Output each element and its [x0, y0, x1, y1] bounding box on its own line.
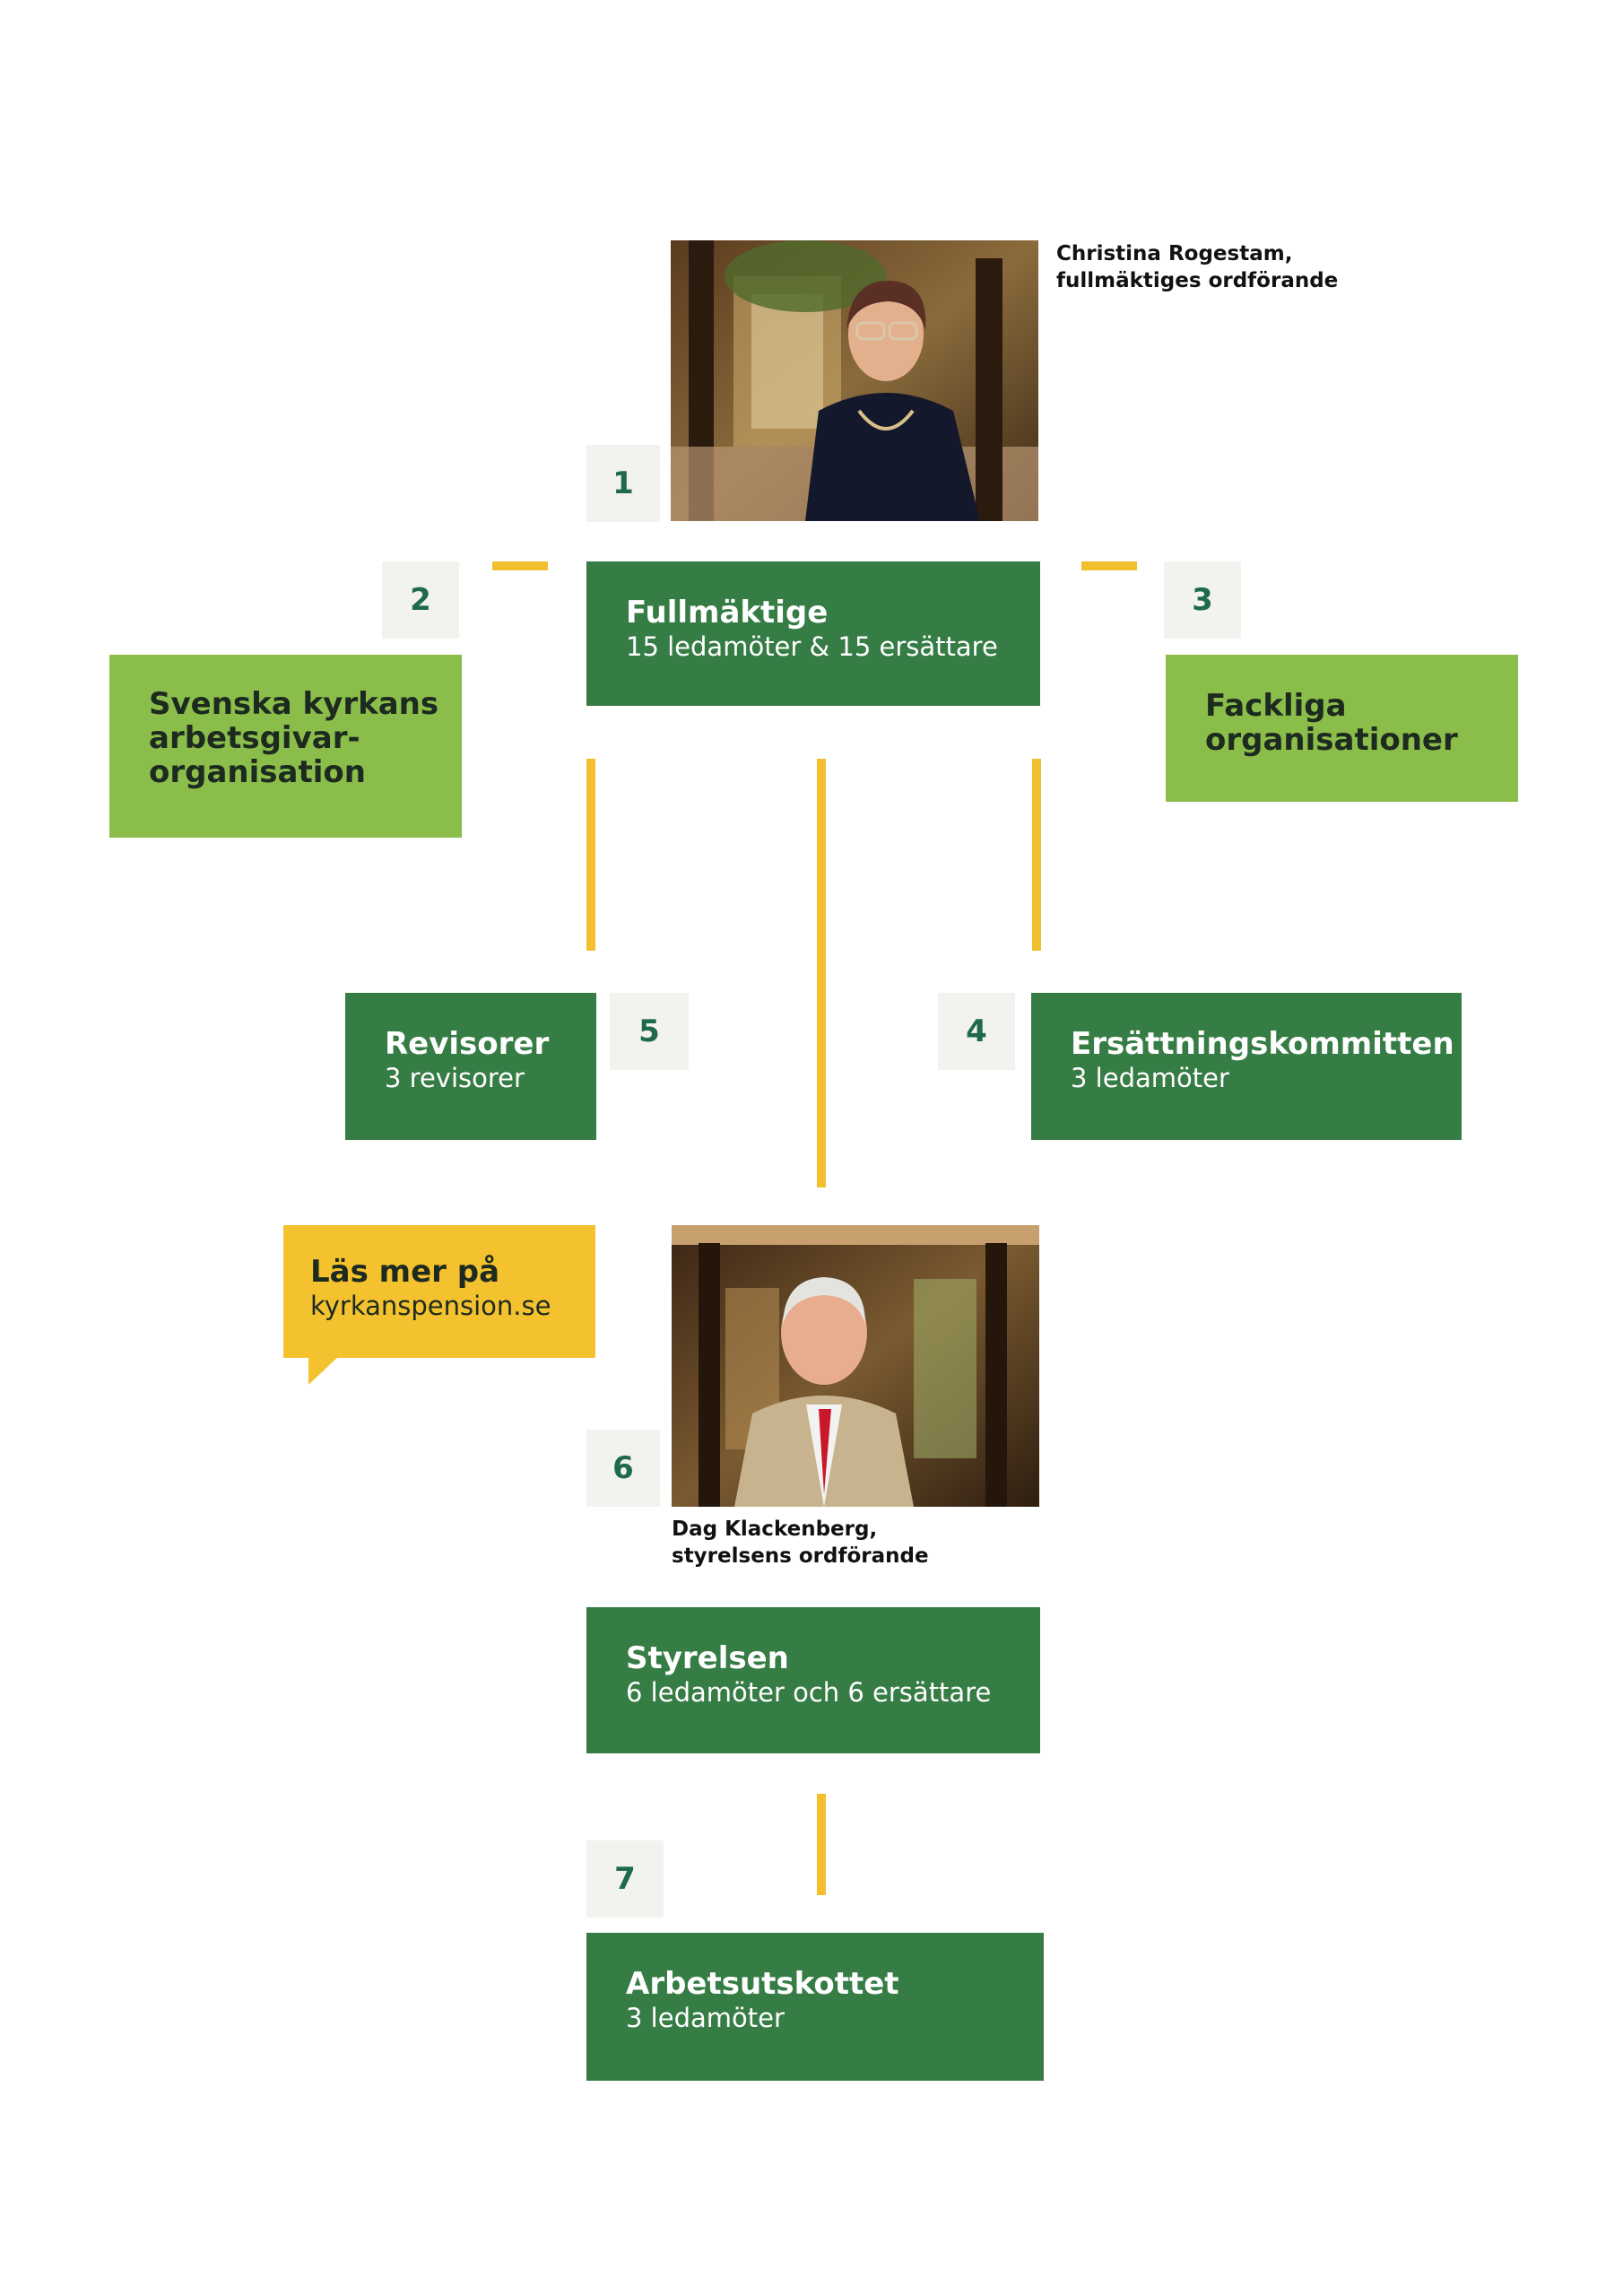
connector-to-revisorer — [586, 759, 595, 951]
caption-name: Dag Klackenberg, — [672, 1518, 878, 1541]
connector-to-ersattning — [1032, 759, 1041, 951]
node-ersattning: Ersättningskommitten 3 ledamöter — [1031, 993, 1462, 1140]
node-title: Styrelsen — [626, 1640, 789, 1676]
node-title-line1: Fackliga — [1205, 688, 1347, 724]
caption-fullmaktige-chair: Christina Rogestam, fullmäktiges ordföra… — [1056, 240, 1338, 294]
number-badge-3: 3 — [1164, 561, 1241, 639]
connector-to-arbetsgivar — [492, 561, 548, 570]
node-arbetsutskottet: Arbetsutskottet 3 ledamöter — [586, 1933, 1044, 2081]
callout-read-more: Läs mer på kyrkanspension.se — [283, 1225, 595, 1358]
node-title: Fullmäktige — [626, 595, 829, 631]
node-title: Revisorer — [385, 1026, 550, 1062]
number-badge-4: 4 — [938, 993, 1015, 1070]
node-title-line2: arbetsgivar- — [149, 720, 360, 756]
node-arbetsgivar: Svenska kyrkans arbetsgivar- organisatio… — [109, 655, 462, 838]
node-revisorer: Revisorer 3 revisorer — [345, 993, 596, 1140]
caption-role: styrelsens ordförande — [672, 1544, 929, 1568]
callout-title: Läs mer på — [310, 1254, 500, 1290]
caption-styrelsen-chair: Dag Klackenberg, styrelsens ordförande — [672, 1516, 929, 1570]
node-title: Arbetsutskottet — [626, 1966, 899, 2002]
connector-to-styrelsen — [817, 759, 826, 1187]
node-fullmaktige: Fullmäktige 15 ledamöter & 15 ersättare — [586, 561, 1040, 706]
node-fackliga: Fackliga organisationer — [1166, 655, 1518, 802]
node-subtitle: 3 ledamöter — [626, 2003, 785, 2033]
callout-tail — [308, 1356, 339, 1385]
node-title-line2: organisationer — [1205, 722, 1458, 758]
photo-styrelsen-chair — [672, 1225, 1039, 1507]
number-badge-7: 7 — [586, 1840, 664, 1918]
connector-to-fackliga — [1081, 561, 1137, 570]
caption-name: Christina Rogestam, — [1056, 242, 1293, 265]
number-badge-2: 2 — [382, 561, 459, 639]
number-badge-1: 1 — [586, 445, 660, 522]
number-badge-5: 5 — [610, 993, 689, 1070]
callout-link: kyrkanspension.se — [310, 1291, 551, 1321]
node-title-line1: Svenska kyrkans — [149, 686, 439, 722]
caption-role: fullmäktiges ordförande — [1056, 269, 1339, 292]
photo-fullmaktige-chair — [671, 240, 1038, 521]
node-title: Ersättningskommitten — [1071, 1026, 1454, 1062]
node-subtitle: 6 ledamöter och 6 ersättare — [626, 1677, 992, 1708]
node-title-line3: organisation — [149, 754, 366, 790]
node-subtitle: 15 ledamöter & 15 ersättare — [626, 631, 998, 662]
node-subtitle: 3 ledamöter — [1071, 1063, 1229, 1093]
node-subtitle: 3 revisorer — [385, 1063, 525, 1093]
connector-to-arbetsutskottet — [817, 1794, 826, 1895]
number-badge-6: 6 — [586, 1430, 660, 1507]
node-styrelsen: Styrelsen 6 ledamöter och 6 ersättare — [586, 1607, 1040, 1753]
